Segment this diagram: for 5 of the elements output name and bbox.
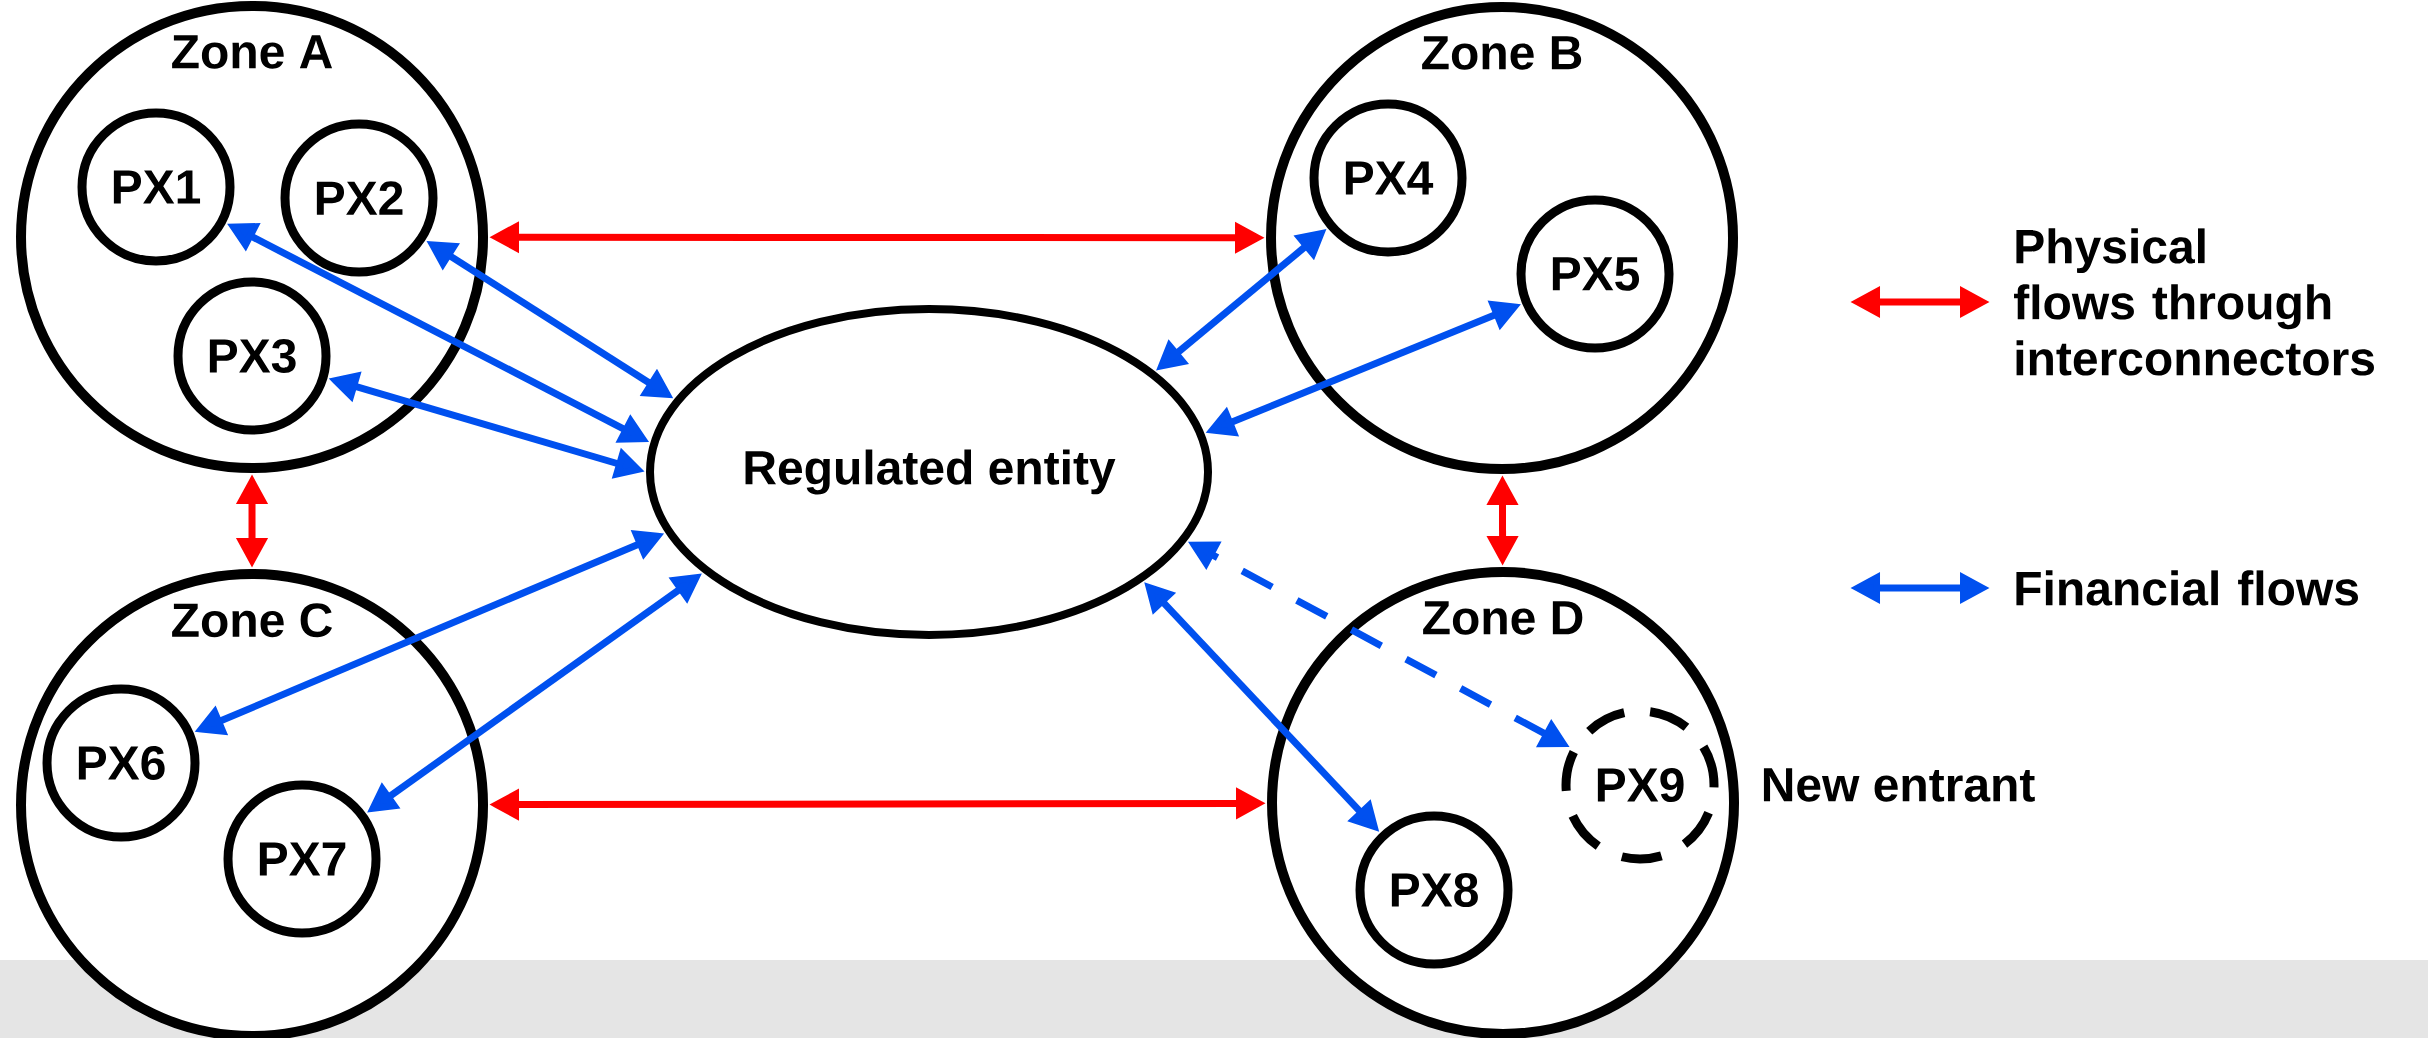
legend-text: Physical flows through interconnectors: [2014, 228, 2374, 376]
node-label: Zone D: [1423, 601, 1583, 635]
legend-text: Financial flows: [2016, 570, 2358, 606]
annotation-text: New entrant: [1763, 768, 2035, 802]
node-label: Zone C: [172, 603, 333, 638]
